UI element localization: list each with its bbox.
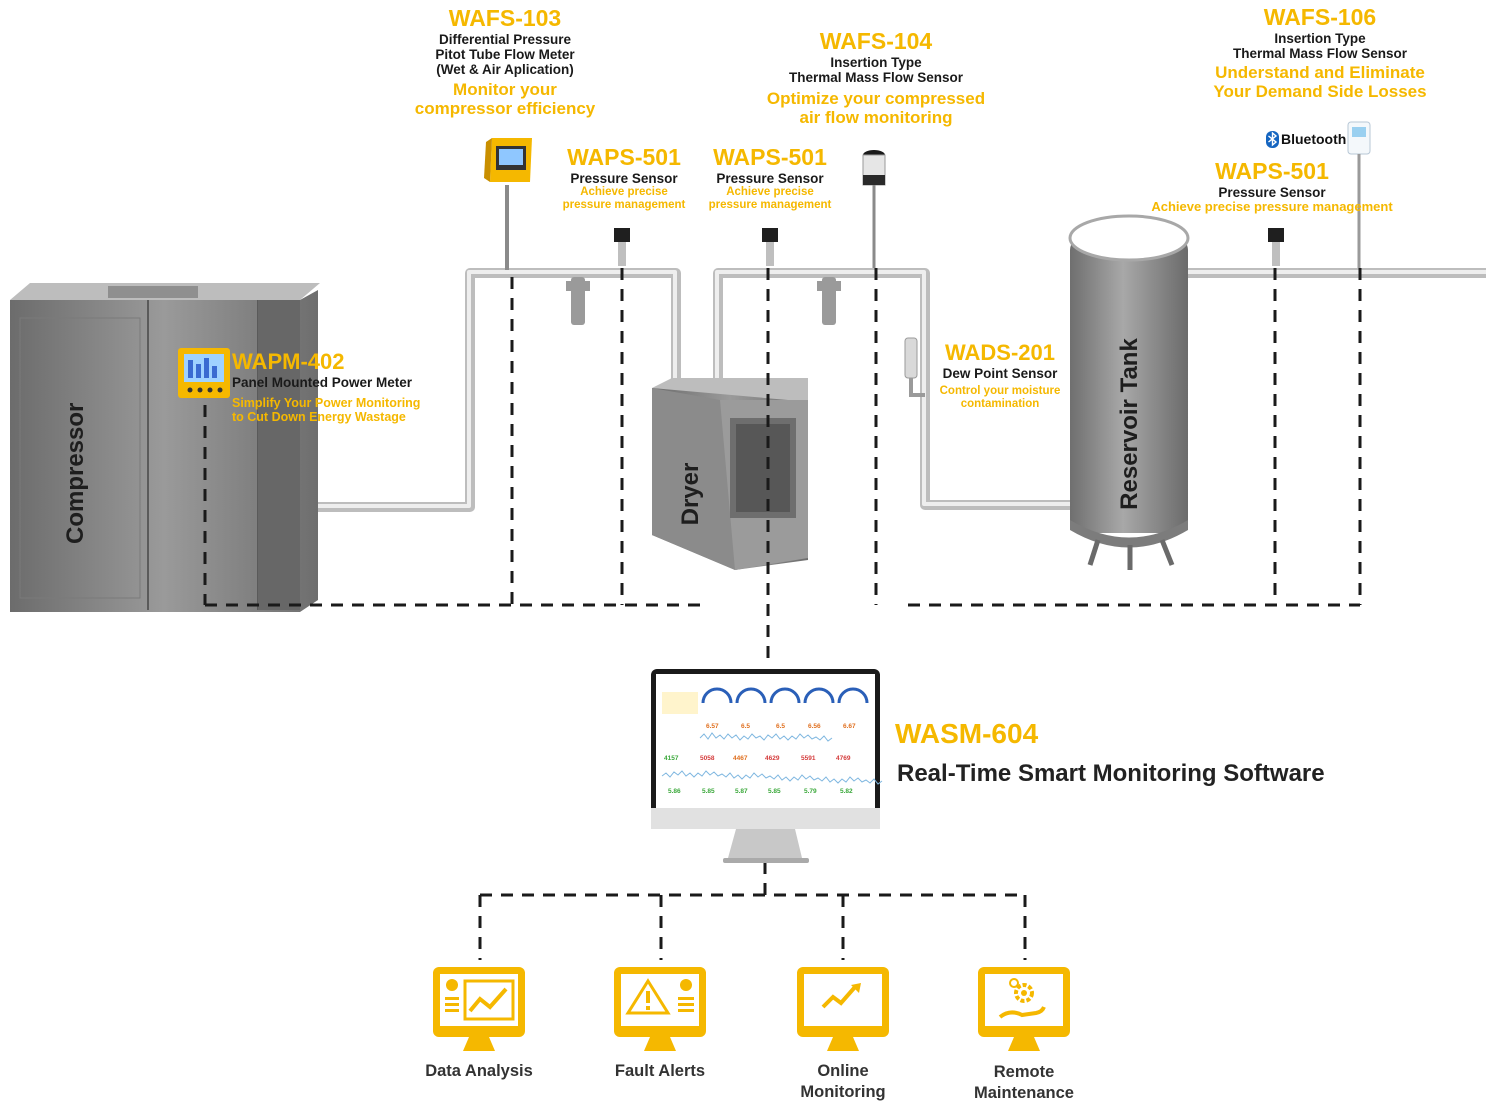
wafs-104-benefit1: Optimize your compressed — [766, 88, 986, 108]
bluetooth-icon — [1266, 131, 1279, 148]
reservoir-tank — [1068, 214, 1190, 570]
fault-alert-icon — [625, 978, 694, 1015]
waps-501-a-line1: Pressure Sensor — [570, 170, 678, 186]
waps-501-c-benefit1: Achieve precise pressure management — [1151, 198, 1393, 214]
feature-label-remote-maintenance: Remote Maintenance — [974, 1063, 1074, 1102]
bluetooth-label: Bluetooth — [1281, 131, 1347, 147]
wads-201-line1: Dew Point Sensor — [942, 365, 1058, 381]
wafs-106-line1: Insertion Type — [1274, 30, 1366, 46]
wafs-104-label: WAFS-104 Insertion Type Thermal Mass Flo… — [745, 28, 1007, 127]
feature-fault-alerts — [614, 967, 706, 1051]
waps-501-label-c: WAPS-501 Pressure Sensor Achieve precise… — [1130, 158, 1414, 214]
screen-row-2: 4157 5058 4467 4629 5591 4769 — [664, 755, 851, 762]
air-pipes — [318, 268, 1486, 512]
waps-501-label-a: WAPS-501 Pressure Sensor Achieve precise… — [541, 144, 707, 212]
screen-value: 6.67 — [843, 723, 856, 730]
screen-value: 5058 — [700, 755, 715, 762]
screen-value: 5.85 — [702, 788, 715, 795]
wafs-103-line1: Differential Pressure — [438, 31, 572, 47]
waps-501-b-benefit2: pressure management — [708, 198, 832, 211]
wads-201-code: WADS-201 — [944, 340, 1056, 365]
screen-value: 4629 — [765, 755, 780, 762]
screen-value: 4157 — [664, 755, 679, 762]
wafs-106-device — [1347, 121, 1371, 268]
wafs-103-benefit1: Monitor your — [453, 80, 557, 100]
wafs-103-device — [484, 138, 532, 270]
wafs-104-benefit2: air flow monitoring — [799, 108, 953, 127]
data-analysis-icon — [445, 979, 515, 1021]
screen-row-1: 6.57 6.5 6.5 6.56 6.67 — [706, 723, 856, 730]
compressor — [10, 283, 320, 612]
wafs-106-label: WAFS-106 Insertion Type Thermal Mass Flo… — [1196, 4, 1444, 101]
screen-value: 6.57 — [706, 723, 719, 730]
wafs-103-benefit2: compressor efficiency — [414, 99, 596, 119]
wapm-402-benefit1: Simplify Your Power Monitoring — [232, 395, 421, 410]
screen-row-3: 5.86 5.85 5.87 5.85 5.79 5.82 — [668, 788, 853, 795]
wafs-106-code: WAFS-106 — [1263, 4, 1377, 30]
screen-value: 5.87 — [735, 788, 748, 795]
wasm-604-description: Real-Time Smart Monitoring Software — [897, 760, 1325, 787]
wapm-402-code: WAPM-402 — [232, 349, 345, 374]
feature-data-analysis — [433, 967, 525, 1051]
power-meter-device — [178, 348, 230, 398]
wads-201-benefit1: Control your moisture — [939, 384, 1061, 397]
wapm-402-line1: Panel Mounted Power Meter — [232, 374, 413, 390]
wafs-104-code: WAFS-104 — [819, 28, 933, 54]
screen-value: 6.5 — [776, 723, 785, 730]
waps-501-label-b: WAPS-501 Pressure Sensor Achieve precise… — [688, 144, 852, 212]
waps-501-device-a — [614, 228, 630, 266]
waps-501-c-line1: Pressure Sensor — [1218, 184, 1326, 200]
screen-value: 6.5 — [741, 723, 750, 730]
wads-201-benefit2: contamination — [960, 397, 1040, 410]
wafs-106-line2: Thermal Mass Flow Sensor — [1232, 45, 1408, 61]
waps-501-a-code: WAPS-501 — [567, 144, 681, 170]
feature-online-monitoring — [797, 967, 889, 1051]
wapm-402-benefit2: to Cut Down Energy Wastage — [232, 409, 406, 424]
feature-label-online-monitoring: Online Monitoring — [800, 1062, 886, 1101]
reservoir-tank-label: Reservoir Tank — [1116, 338, 1143, 510]
pipe-fittings — [566, 277, 841, 325]
waps-501-b-line1: Pressure Sensor — [716, 170, 824, 186]
wasm-604-code: WASM-604 — [895, 718, 1039, 749]
screen-value: 5.86 — [668, 788, 681, 795]
wafs-103-line3: (Wet & Air Aplication) — [436, 61, 574, 77]
compressor-label: Compressor — [62, 402, 89, 544]
screen-value: 4467 — [733, 755, 748, 762]
screen-value: 6.56 — [808, 723, 821, 730]
waps-501-device-c — [1268, 228, 1284, 266]
feature-label-fault-alerts: Fault Alerts — [614, 1062, 706, 1080]
wafs-103-label: WAFS-103 Differential Pressure Pitot Tub… — [385, 5, 625, 119]
wafs-104-line1: Insertion Type — [830, 54, 922, 70]
feature-remote-maintenance — [978, 967, 1070, 1051]
wafs-103-line2: Pitot Tube Flow Meter — [435, 46, 575, 62]
wafs-104-line2: Thermal Mass Flow Sensor — [788, 69, 964, 85]
screen-value: 5.82 — [840, 788, 853, 795]
wafs-106-benefit2: Your Demand Side Losses — [1213, 82, 1427, 101]
wapm-402-label: WAPM-402 Panel Mounted Power Meter Simpl… — [232, 349, 421, 424]
online-monitoring-icon — [821, 983, 861, 1009]
waps-501-c-code: WAPS-501 — [1215, 158, 1329, 184]
feature-label-data-analysis: Data Analysis — [425, 1062, 533, 1080]
waps-501-b-code: WAPS-501 — [713, 144, 827, 170]
wafs-103-code: WAFS-103 — [448, 5, 562, 31]
wads-201-device — [904, 337, 925, 397]
screen-value: 5.79 — [804, 788, 817, 795]
waps-501-device-b — [762, 228, 778, 266]
data-connections — [203, 268, 1362, 960]
screen-value: 4769 — [836, 755, 851, 762]
dryer-label: Dryer — [677, 462, 704, 526]
screen-value: 5.85 — [768, 788, 781, 795]
waps-501-a-benefit2: pressure management — [562, 198, 686, 211]
remote-maintenance-icon — [998, 978, 1046, 1019]
waps-501-a-benefit1: Achieve precise — [580, 185, 668, 198]
screen-value: 5591 — [801, 755, 816, 762]
dryer — [652, 378, 808, 570]
wafs-104-device — [862, 150, 886, 268]
wafs-106-benefit1: Understand and Eliminate — [1215, 62, 1425, 82]
waps-501-b-benefit1: Achieve precise — [726, 185, 814, 198]
wads-201-label: WADS-201 Dew Point Sensor Control your m… — [930, 340, 1070, 410]
